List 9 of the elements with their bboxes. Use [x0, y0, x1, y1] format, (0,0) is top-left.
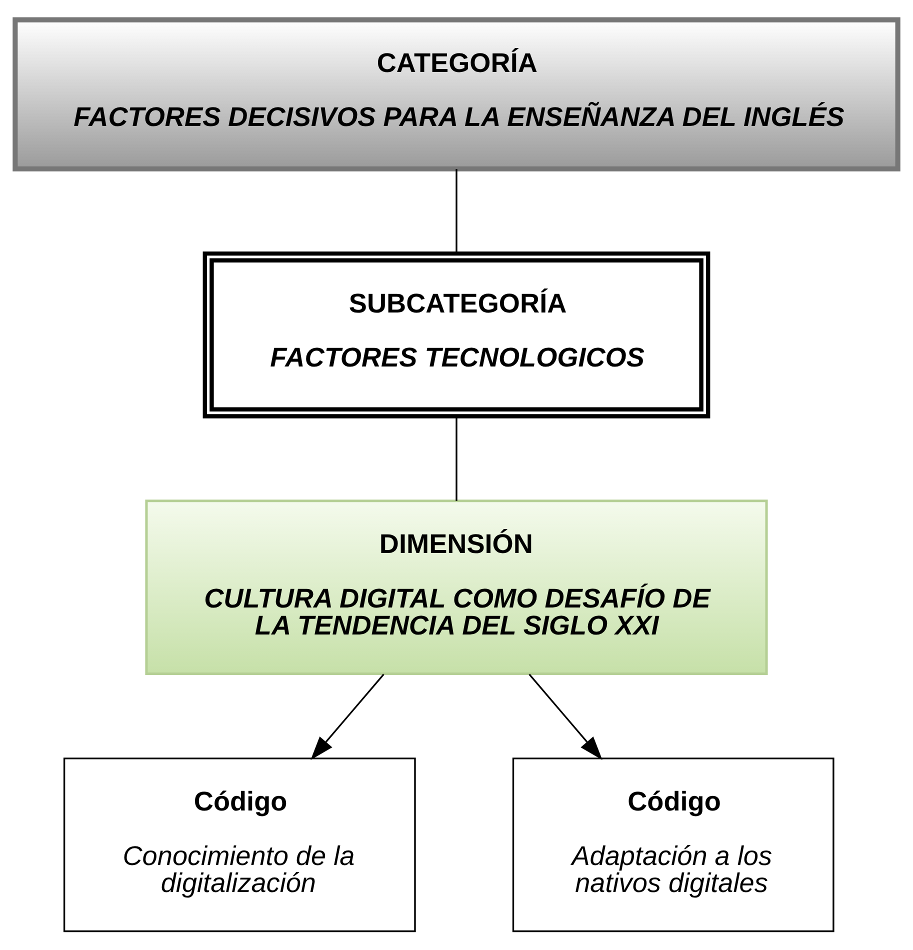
node-box: SUBCATEGORÍA FACTORES TECNOLOGICOS: [202, 250, 710, 418]
node-box: Código Adaptación a los nativos digitales: [512, 757, 834, 932]
node-box: DIMENSIÓN CULTURA DIGITAL COMO DESAFÍO DE LA TENDENCIA DEL SIGLO XXI: [145, 499, 768, 674]
node-box: Código Conocimiento de la digitalización: [63, 757, 416, 932]
arrow: [528, 673, 602, 760]
node-box: CATEGORÍA FACTORES DECISIVOS PARA LA ENSEÑANZA DEL INGLÉS: [12, 16, 900, 171]
connector: [456, 416, 458, 500]
arrow: [310, 673, 384, 760]
connector: [456, 168, 458, 253]
